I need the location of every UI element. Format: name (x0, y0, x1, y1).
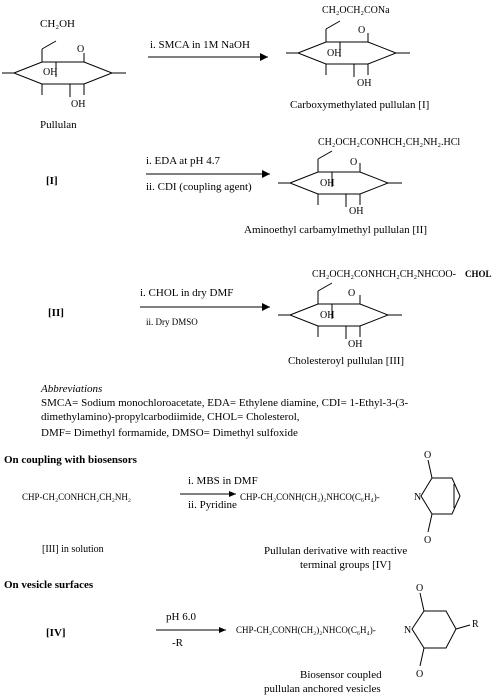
vesicles-arrowhead (219, 627, 226, 633)
cholesteroyl-oh-2: OH (348, 339, 362, 350)
carboxymethyl-oh-2: OH (357, 78, 371, 89)
biosensors-arrowhead (229, 491, 236, 497)
pullulan-oh-1: OH (43, 67, 57, 78)
abbreviations-line-1: SMCA= Sodium monochloroacetate, EDA= Eth… (41, 397, 409, 409)
aminoethyl-oh-1: OH (320, 178, 334, 189)
maleimide-2-o-bottom: O (416, 669, 423, 680)
abbreviations-line-3: DMF= Dimethyl formamide, DMSO= Dimethyl … (41, 427, 298, 439)
biosensors-reagent-b: ii. Pyridine (188, 499, 237, 511)
biosensors-heading: On coupling with biosensors (4, 454, 138, 466)
pullulan-structure: CH₂OH O OH OH (1, 18, 127, 110)
step3-reagent-a: i. CHOL in dry DMF (140, 287, 233, 299)
pullulan-ch2-group: CH₂OH (40, 18, 75, 30)
cholesteroyl-ring-o: O (348, 288, 355, 299)
maleimide-2-r: R (472, 619, 479, 630)
step2-arrowhead (262, 170, 270, 178)
carboxymethyl-oh-1: OH (327, 48, 341, 59)
carboxymethyl-label: Carboxymethylated pullulan [I] (290, 99, 429, 111)
vesicles-product: CHP-CH₂CONH(CH₂)₂NHCO(C₆H₄)- (236, 625, 376, 635)
biosensors-reagent-a: i. MBS in DMF (188, 475, 258, 487)
step1-reagent: i. SMCA in 1M NaOH (150, 39, 250, 51)
vesicles-reagent-a: pH 6.0 (166, 611, 196, 623)
cholesteroyl-structure: CH₂OCH₂CONHCH₂CH₂NHCOO- CHOL O OH OH (277, 269, 492, 350)
biosensors-product: CHP-CH₂CONH(CH₂)₂NHCO(C₆H₄)- (240, 492, 380, 502)
vesicles-reagent-b: -R (172, 637, 184, 649)
pullulan-oh-2: OH (71, 99, 85, 110)
carboxymethyl-ring-o: O (358, 25, 365, 36)
vesicles-label-1: Biosensor coupled (300, 669, 382, 681)
step3-arrowhead (262, 303, 270, 311)
carboxymethyl-ch2-group: CH₂OCH₂CONa (322, 5, 390, 16)
maleimide-1-o-top: O (424, 450, 431, 461)
pullulan-label: Pullulan (40, 119, 77, 131)
biosensors-start-note: [III] in solution (42, 544, 104, 555)
maleimide-2-n: N (404, 625, 411, 636)
biosensors-label-2: terminal groups [IV] (300, 559, 391, 571)
maleimide-ring-1: O N O (414, 450, 461, 546)
maleimide-1-o-bottom: O (424, 535, 431, 546)
vesicles-heading: On vesicle surfaces (4, 579, 94, 591)
aminoethyl-label: Aminoethyl carbamylmethyl pullulan [II] (244, 224, 427, 236)
step2-reagent-b: ii. CDI (coupling agent) (146, 181, 252, 193)
aminoethyl-ring-o: O (350, 157, 357, 168)
step2-reagent-a: i. EDA at pH 4.7 (146, 155, 220, 167)
maleimide-ring-2: O N R O (404, 583, 479, 680)
abbreviations-heading: Abbreviations (40, 383, 102, 395)
step2-start: [I] (46, 175, 58, 187)
step3-reagent-b: ii. Dry DMSO (146, 317, 198, 327)
pullulan-ring-o: O (77, 44, 84, 55)
cholesteroyl-chol: CHOL (465, 269, 492, 279)
cholesteroyl-ch2-group: CH₂OCH₂CONHCH₂CH₂NHCOO- (312, 269, 456, 280)
vesicles-label-2: pullulan anchored vesicles (264, 683, 381, 695)
biosensors-start: CHP-CH₂CONHCH₂CH₂NH₂ (22, 492, 131, 502)
cholesteroyl-label: Cholesteroyl pullulan [III] (288, 355, 404, 367)
aminoethyl-oh-2: OH (349, 206, 363, 217)
cholesteroyl-oh-1: OH (320, 310, 334, 321)
step1-arrowhead (260, 53, 268, 61)
carboxymethyl-structure: CH₂OCH₂CONa O OH OH (285, 5, 411, 89)
biosensors-label-1: Pullulan derivative with reactive (264, 545, 407, 557)
aminoethyl-ch2-group: CH₂OCH₂CONHCH₂CH₂NH₂.HCl (318, 137, 460, 148)
maleimide-2-o-top: O (416, 583, 423, 594)
abbreviations-line-2: dimethylamino)-propylcarbodiimide, CHOL=… (41, 411, 300, 423)
maleimide-1-n: N (414, 492, 421, 503)
vesicles-start: [IV] (46, 627, 66, 639)
aminoethyl-structure: CH₂OCH₂CONHCH₂CH₂NH₂.HCl O OH OH (277, 137, 460, 217)
step3-start: [II] (48, 307, 64, 319)
